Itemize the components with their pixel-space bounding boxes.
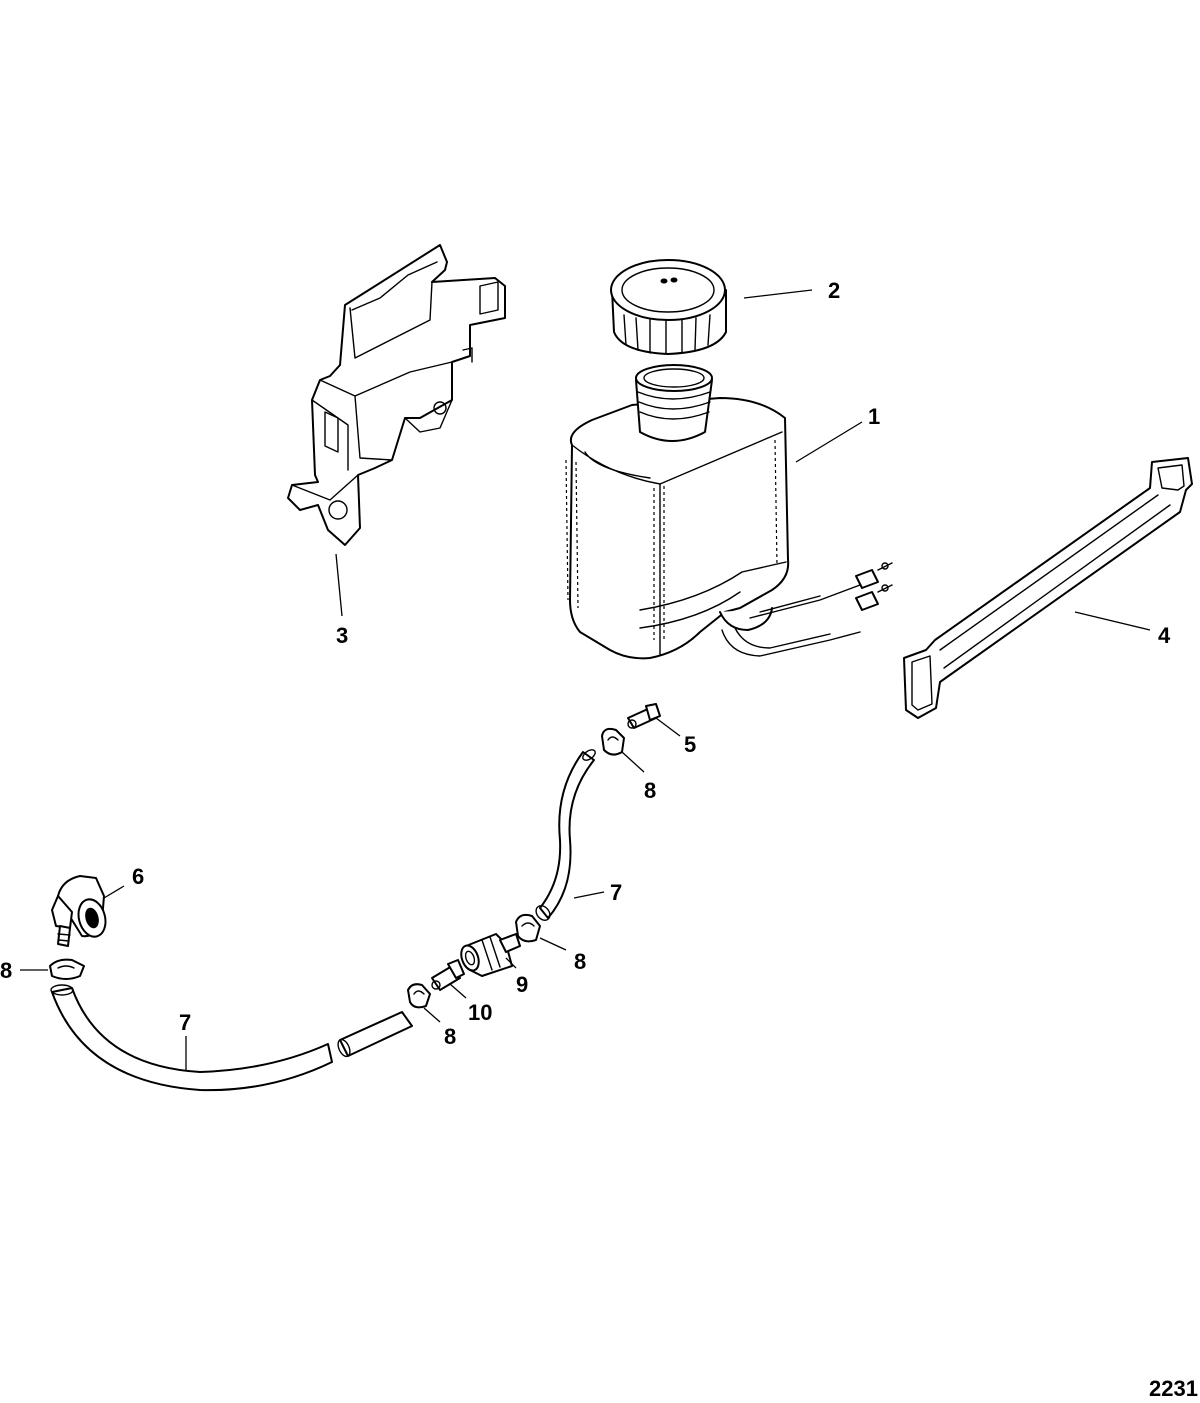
elbow-fitting — [51, 875, 107, 947]
callout-labels: 1 2 3 4 5 8 6 7 8 9 10 8 8 7 — [0, 278, 1171, 1049]
reservoir-tank — [565, 364, 893, 660]
callout-bracket: 3 — [336, 623, 348, 648]
callout-clamp-left: 8 — [0, 958, 12, 983]
fuel-hose-upper — [535, 749, 596, 921]
callout-clamp-middle: 8 — [574, 949, 586, 974]
callout-connector: 9 — [516, 972, 528, 997]
retaining-strap — [903, 457, 1193, 719]
hose-clamp-top — [601, 727, 625, 756]
callout-elbow-fitting: 6 — [132, 864, 144, 889]
callout-fitting-top: 5 — [684, 732, 696, 757]
mounting-bracket — [287, 244, 506, 546]
callout-tank: 1 — [868, 404, 880, 429]
diagram-reference-number: 2231 — [1149, 1376, 1198, 1401]
fitting-top — [627, 703, 661, 729]
callout-clamp-top: 8 — [644, 778, 656, 803]
fuel-hose-lower — [50, 984, 413, 1092]
callout-fitting-bottom: 10 — [468, 1000, 492, 1025]
callout-hose-upper: 7 — [610, 880, 622, 905]
reservoir-cap — [610, 259, 727, 355]
fitting-bottom — [431, 959, 465, 991]
callout-hose-lower: 7 — [179, 1010, 191, 1035]
quick-connector — [460, 933, 521, 977]
callout-cap: 2 — [828, 278, 840, 303]
hose-clamp-lower — [407, 983, 431, 1009]
hose-clamp-left — [49, 958, 85, 980]
callout-clamp-lower: 8 — [444, 1024, 456, 1049]
leader-lines — [20, 289, 1151, 1070]
callout-strap: 4 — [1158, 623, 1171, 648]
hose-clamp-middle — [515, 913, 541, 943]
